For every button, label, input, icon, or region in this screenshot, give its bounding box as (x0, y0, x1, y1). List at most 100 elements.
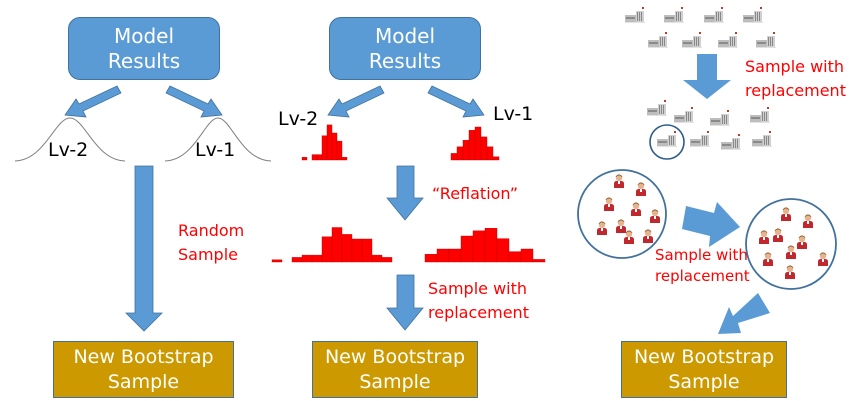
arrow-mid-to-lv2 (327, 85, 385, 118)
sample-with-line: Sample with (745, 57, 845, 76)
normal-curve-lv1 (164, 117, 272, 162)
new-bootstrap-sample-box-left: New Bootstrap Sample (53, 341, 234, 398)
histogram-bar (316, 154, 323, 161)
person-icon (786, 245, 796, 259)
random-sample-line1: Random (178, 221, 245, 240)
histogram-bar (508, 251, 522, 263)
histogram-bar (336, 140, 343, 161)
person-icon (759, 230, 769, 244)
person-icon (616, 219, 626, 233)
histogram-bar (492, 156, 500, 161)
person-icon (763, 252, 773, 266)
histogram-bar (436, 248, 450, 263)
person-icon (781, 207, 791, 221)
histogram-bar (271, 259, 283, 263)
factory-building-icon (657, 131, 677, 147)
model-results-box-left: Model Results (68, 17, 220, 80)
factory-building-icon (750, 107, 770, 123)
person-icon (631, 202, 641, 216)
bootstrap-line1: New Bootstrap (73, 345, 214, 368)
random-sample-line2: Sample (178, 245, 238, 264)
factory-building-icon (682, 32, 702, 48)
label-lv2-middle: Lv-2 (278, 108, 319, 130)
histogram-bar (472, 230, 486, 263)
histogram-bar (326, 124, 333, 161)
left-split-arrows (64, 85, 223, 118)
model-results-line2: Results (368, 48, 442, 73)
arrow-random-sample (125, 165, 163, 332)
person-icon (643, 229, 653, 243)
model-results-line1: Model (113, 23, 175, 48)
population-circle-1 (577, 169, 667, 259)
histogram-bar (456, 146, 464, 161)
histogram-bar (371, 254, 383, 263)
sample-with-replacement-label-middle: Sample with replacement (428, 277, 529, 325)
histogram-bar (331, 132, 338, 161)
bootstrap-line1: New Bootstrap (633, 345, 775, 368)
factory-building-icon (752, 131, 772, 147)
arrow-mid-to-lv1 (427, 85, 485, 118)
histogram-large-lv1 (424, 227, 546, 263)
new-bootstrap-sample-box-right: New Bootstrap Sample (621, 341, 787, 398)
person-icon (785, 265, 795, 279)
histogram-bar (301, 254, 313, 263)
factory-building-icon (690, 131, 710, 147)
histogram-bar (321, 236, 333, 263)
histogram-bar (486, 146, 494, 161)
histogram-small-lv1 (450, 126, 500, 161)
histogram-bar (520, 248, 534, 263)
normal-curve-lv2 (14, 117, 126, 162)
person-icon (803, 214, 813, 228)
histogram-bar (291, 257, 303, 263)
highlight-circle (649, 124, 685, 160)
replacement-line: replacement (655, 267, 750, 285)
histogram-bar (480, 136, 488, 161)
bootstrap-line1: New Bootstrap (324, 345, 466, 368)
histogram-bar (496, 238, 510, 263)
bootstrap-line2: Sample (107, 370, 180, 393)
person-icon (614, 174, 624, 188)
factory-building-icon (625, 7, 645, 23)
person-icon (650, 209, 660, 223)
histogram-bar (351, 238, 363, 263)
histogram-bar (301, 157, 308, 161)
arrow-right-between-circles (682, 202, 740, 247)
factory-building-icon (647, 100, 667, 116)
histogram-bar (462, 139, 470, 161)
person-icon (597, 221, 607, 235)
histogram-bar (331, 227, 343, 263)
person-icon (797, 235, 807, 249)
histogram-large-lv2 (271, 227, 393, 263)
arrow-sample-down-right (683, 54, 731, 99)
arrow-left-to-lv2 (64, 85, 122, 118)
person-icon (604, 197, 614, 211)
sample-with-replacement-label-top: Sample with replacement (745, 55, 846, 103)
histogram-bar (474, 126, 482, 161)
factory-building-icon (718, 32, 738, 48)
model-results-line1: Model (374, 23, 436, 48)
person-icon (636, 182, 646, 196)
label-lv1-left: Lv-1 (195, 139, 236, 161)
histogram-bar (448, 248, 462, 263)
histogram-bar (381, 257, 393, 263)
factory-building-icon (721, 134, 741, 150)
histogram-bar (424, 253, 438, 263)
bootstrap-line2: Sample (359, 370, 431, 393)
histogram-bar (341, 234, 353, 263)
building-population (625, 7, 776, 48)
histogram-bar (532, 259, 546, 263)
factory-building-icon (674, 107, 694, 123)
histogram-bar (311, 254, 323, 263)
arrow-to-output-right (718, 293, 770, 334)
model-results-line2: Results (107, 48, 181, 73)
bootstrap-line2: Sample (668, 370, 740, 393)
model-results-box-middle: Model Results (329, 17, 481, 80)
population-circle-2 (745, 198, 837, 290)
arrow-reflation (386, 165, 424, 221)
factory-building-icon (704, 7, 724, 23)
person-icon (773, 228, 783, 242)
label-lv2-left: Lv-2 (48, 139, 89, 161)
histogram-small-lv2 (301, 124, 348, 161)
person-icon (818, 252, 828, 266)
